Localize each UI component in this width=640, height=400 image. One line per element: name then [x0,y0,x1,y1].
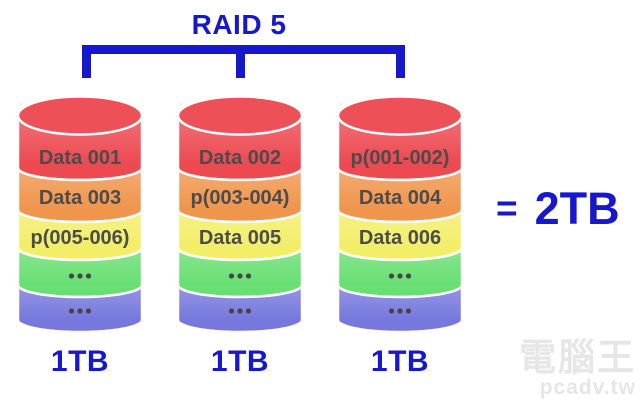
disk-cylinder-graphic: Data 002 p(003-004) Data 005 [176,95,304,334]
block-label: p(003-004) [191,187,290,209]
ellipsis-dots [388,308,412,314]
ellipsis-dots [228,273,252,279]
equals-sign: = [496,188,518,229]
bracket-left-drop [82,45,91,78]
ellipsis-dots [228,308,252,314]
total-capacity: 2TB [534,183,620,234]
disk-top-face [16,95,144,136]
disk-2-cylinder: Data 002 p(003-004) Data 005 [174,94,306,340]
block-label: Data 001 [39,147,121,169]
watermark-logo: 電腦王 [519,337,636,378]
disk-top-face [176,95,304,136]
ellipsis-dots [388,273,412,279]
block-label: Data 005 [199,227,281,249]
block-label: Data 002 [199,147,281,169]
block-label: Data 003 [39,187,121,209]
ellipsis-dots [68,308,92,314]
disk-3-capacity: 1TB [370,345,430,378]
block-label: p(005-006) [31,227,130,249]
capacity-equation: = 2TB [496,183,620,235]
disk-top-face [336,95,464,136]
bracket-right-drop [396,45,405,78]
disk-2: Data 002 p(003-004) Data 005 1TB [174,94,306,379]
block-label: p(001-002) [351,147,450,169]
disk-1-capacity: 1TB [50,345,110,378]
watermark: 電腦王 pcadv.tw [519,339,636,398]
ellipsis-dots [68,273,92,279]
block-label: Data 006 [359,227,441,249]
watermark-site: pcadv.tw [539,376,636,399]
block-label: Data 004 [359,187,442,209]
disk-2-capacity: 1TB [210,345,270,378]
diagram-title: RAID 5 [191,9,287,40]
bracket-middle-drop [236,45,245,78]
